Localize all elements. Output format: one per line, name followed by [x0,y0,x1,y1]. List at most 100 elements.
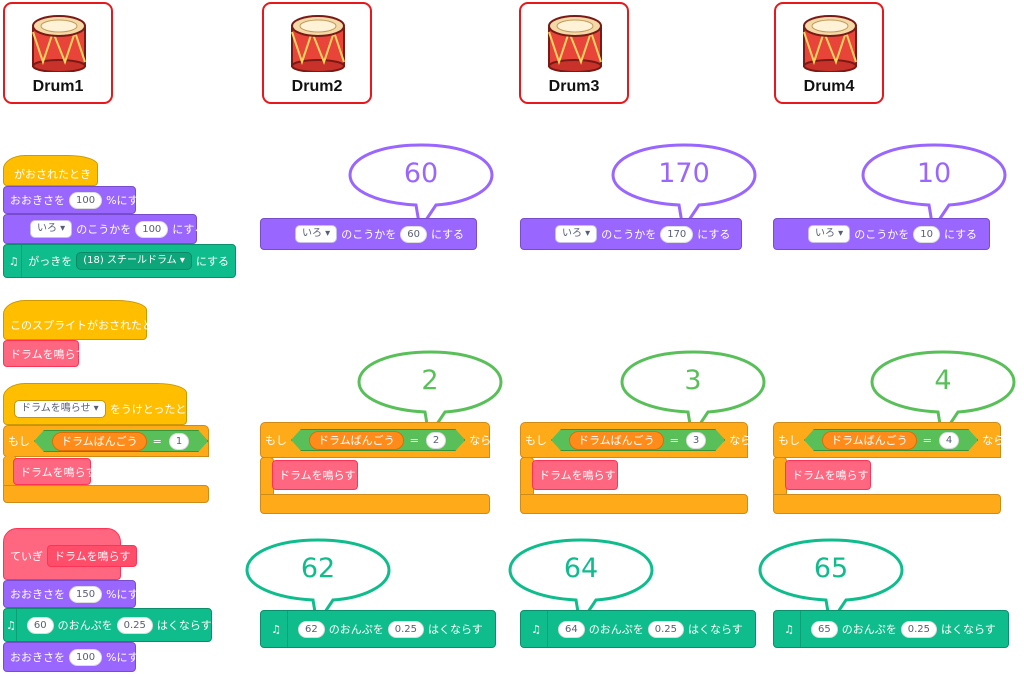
set-size-block[interactable]: おおきさを 150 %にする [3,580,150,608]
beats-input[interactable]: 0.25 [647,620,684,638]
block-label: なら [729,434,752,447]
when-sprite-clicked-block[interactable]: このスプライトがおされたとき [3,300,164,340]
size-input[interactable]: 100 [69,648,103,666]
call-play-drum-block[interactable]: ドラムを鳴らす [3,340,86,367]
drum-number-variable[interactable]: ドラムばんごう [569,431,664,450]
block-label: ドラムを鳴らす [539,469,616,482]
set-instrument-block[interactable]: ♫ がっきを (18) スチールドラム ▾ にする [3,244,236,278]
compare-input[interactable]: 1 [169,433,189,450]
block-label: のこうかを [341,228,397,241]
drum-icon [803,15,857,72]
music-note-icon: ♫ [265,611,288,647]
beats-input[interactable]: 0.25 [116,616,153,634]
set-size-block[interactable]: おおきさを 100 %にする [3,186,150,214]
effect-dropdown[interactable]: いろ ▾ [30,220,73,238]
play-note-block[interactable]: ♫ 65 のおんぷを 0.25 はくならす [773,610,1009,648]
call-play-drum-block[interactable]: ドラムを鳴らす [785,460,871,490]
block-label: のこうかを [601,228,657,241]
if-footer [3,485,209,503]
if-block[interactable]: もし ドラムばんごう = 2 なら ドラムを鳴らす [260,422,491,514]
flag-hat-label: がおされたとき [14,167,91,181]
block-label: %にする [106,194,150,207]
block-label: ドラムを鳴らす [10,347,87,361]
note-input[interactable]: 64 [558,620,585,638]
drum-number-variable[interactable]: ドラムばんごう [822,431,917,450]
block-label: ドラムを鳴らす [279,469,356,482]
call-play-drum-block[interactable]: ドラムを鳴らす [272,460,358,490]
set-effect-block[interactable]: いろ ▾ のこうかを 170 にする [520,218,742,250]
block-label: ていぎ [10,550,43,563]
drum-icon [32,15,86,72]
set-effect-block[interactable]: いろ ▾ のこうかを 60 にする [260,218,477,250]
play-note-block[interactable]: ♫ 62 のおんぷを 0.25 はくならす [260,610,496,648]
compare-input[interactable]: 3 [686,432,706,449]
effect-dropdown[interactable]: いろ ▾ [295,225,338,243]
if-block[interactable]: もし ドラムばんごう = 1 なら ドラムを鳴らす [3,425,234,505]
callout-value: 60 [403,158,439,189]
if-block[interactable]: もし ドラムばんごう = 4 なら ドラムを鳴らす [773,422,1004,514]
drum-number-variable[interactable]: ドラムばんごう [309,431,404,450]
size-input[interactable]: 150 [69,585,103,603]
block-label: もし [525,434,547,447]
size-input[interactable]: 100 [69,191,103,209]
drum-number-variable[interactable]: ドラムばんごう [52,432,147,451]
beats-input[interactable]: 0.25 [387,620,424,638]
block-label: のおんぷを [328,623,384,636]
operator-symbol: = [152,434,162,448]
when-flag-clicked-block[interactable]: がおされたとき [3,155,98,186]
if-block[interactable]: もし ドラムばんごう = 3 なら ドラムを鳴らす [520,422,752,514]
call-play-drum-block[interactable]: ドラムを鳴らす [532,460,618,490]
block-label: にする [697,228,731,241]
equals-operator[interactable]: ドラムばんごう = 4 [804,429,978,451]
effect-input[interactable]: 60 [400,225,427,243]
set-effect-block[interactable]: いろ ▾ のこうかを 100 にする [3,214,205,244]
compare-input[interactable]: 4 [939,432,959,449]
effect-value-callout: 170 [611,143,757,233]
note-input[interactable]: 60 [26,616,54,634]
message-dropdown[interactable]: ドラムを鳴らせ ▾ [14,400,106,418]
effect-input[interactable]: 10 [913,225,940,243]
sprite-name: Drum3 [548,78,600,95]
block-label: おおきさを [10,588,65,601]
sprite-card-drum4[interactable]: Drum4 [774,2,884,104]
beats-input[interactable]: 0.25 [900,620,937,638]
if-header: もし ドラムばんごう = 4 なら [773,422,1004,458]
if-header: もし ドラムばんごう = 2 なら [260,422,491,458]
custom-block-name: ドラムを鳴らす [47,545,138,567]
block-label: のおんぷを [588,623,644,636]
block-label: のおんぷを [841,623,897,636]
set-effect-block[interactable]: いろ ▾ のこうかを 10 にする [773,218,990,250]
effect-dropdown[interactable]: いろ ▾ [808,225,851,243]
set-size-block[interactable]: おおきさを 100 %にする [3,642,150,672]
music-note-icon: ♫ [6,609,17,641]
block-label: にする [943,228,978,241]
callout-value: 3 [684,365,702,396]
note-input[interactable]: 62 [298,620,325,638]
operator-symbol: = [409,433,419,447]
block-label: のこうかを [76,223,132,236]
sprite-card-drum3[interactable]: Drum3 [519,2,629,104]
block-label: がっきを [28,255,73,268]
equals-operator[interactable]: ドラムばんごう = 3 [551,429,725,451]
play-note-block[interactable]: ♫ 60 のおんぷを 0.25 はくならす [3,608,212,642]
effect-input[interactable]: 100 [135,220,169,238]
callout-value: 64 [563,553,599,584]
when-receive-block[interactable]: ドラムを鳴らせ ▾ をうけとったとき [3,383,197,425]
equals-operator[interactable]: ドラムばんごう = 2 [291,429,465,451]
compare-input[interactable]: 2 [426,432,446,449]
sprite-card-drum1[interactable]: Drum1 [3,2,113,104]
block-label: おおきさを [10,651,65,664]
play-note-block[interactable]: ♫ 64 のおんぷを 0.25 はくならす [520,610,756,648]
call-play-drum-block[interactable]: ドラムを鳴らす [13,458,96,485]
block-label: にする [172,223,206,236]
effect-input[interactable]: 170 [660,225,694,243]
equals-operator[interactable]: ドラムばんごう = 1 [34,430,208,452]
note-input[interactable]: 65 [811,620,838,638]
define-block[interactable]: ていぎ ドラムを鳴らす [3,528,138,580]
instrument-dropdown[interactable]: (18) スチールドラム ▾ [76,252,192,270]
sprite-card-drum2[interactable]: Drum2 [262,2,372,104]
callout-value: 10 [916,158,952,189]
callout-value: 65 [813,553,849,584]
if-footer [520,494,748,514]
effect-dropdown[interactable]: いろ ▾ [555,225,598,243]
